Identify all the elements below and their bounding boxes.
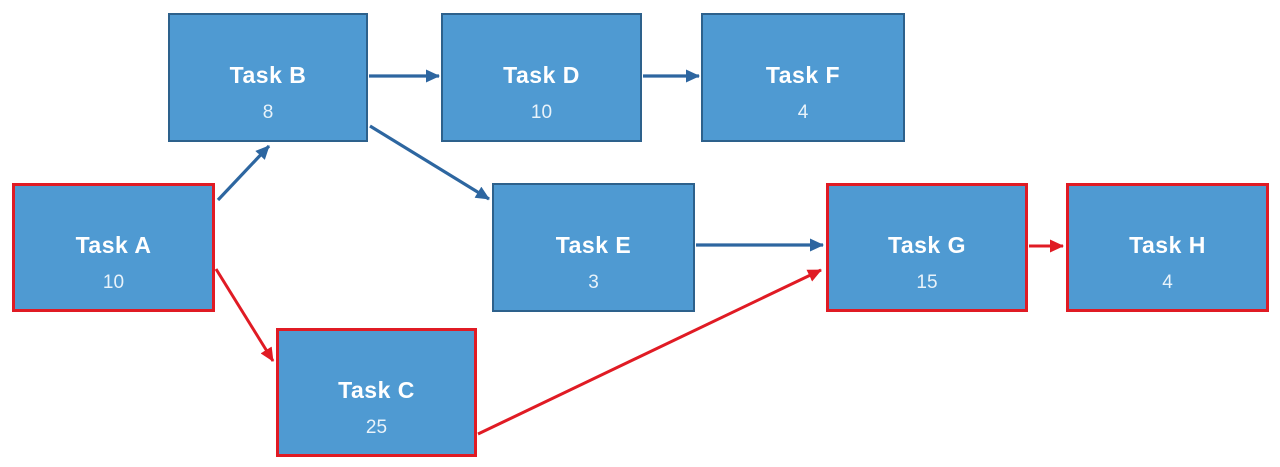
- task-node-a: Task A 10: [12, 183, 215, 312]
- task-duration: 10: [102, 271, 125, 293]
- task-node-b: Task B 8: [168, 13, 368, 142]
- task-node-d: Task D 10: [441, 13, 642, 142]
- task-duration: 8: [262, 101, 274, 123]
- edge-a-to-b: [216, 144, 271, 202]
- task-label: Task A: [75, 231, 152, 258]
- task-node-g: Task G 15: [826, 183, 1028, 312]
- task-node-f: Task F 4: [701, 13, 905, 142]
- task-duration: 10: [530, 101, 553, 123]
- task-duration: 25: [365, 416, 388, 438]
- task-duration: 4: [1162, 271, 1173, 293]
- task-label: Task H: [1129, 231, 1206, 258]
- task-duration: 3: [588, 271, 599, 293]
- task-node-c: Task C 25: [276, 328, 477, 457]
- task-duration: 4: [797, 101, 809, 123]
- task-label: Task D: [503, 61, 580, 88]
- task-label: Task B: [229, 61, 307, 88]
- task-label: Task E: [555, 231, 632, 258]
- task-label: Task F: [765, 61, 841, 88]
- task-label: Task G: [888, 231, 966, 258]
- task-node-h: Task H 4: [1066, 183, 1269, 312]
- task-label: Task C: [338, 376, 415, 403]
- task-node-e: Task E 3: [492, 183, 695, 312]
- edge-a-to-c: [214, 268, 275, 362]
- task-duration: 15: [916, 271, 938, 293]
